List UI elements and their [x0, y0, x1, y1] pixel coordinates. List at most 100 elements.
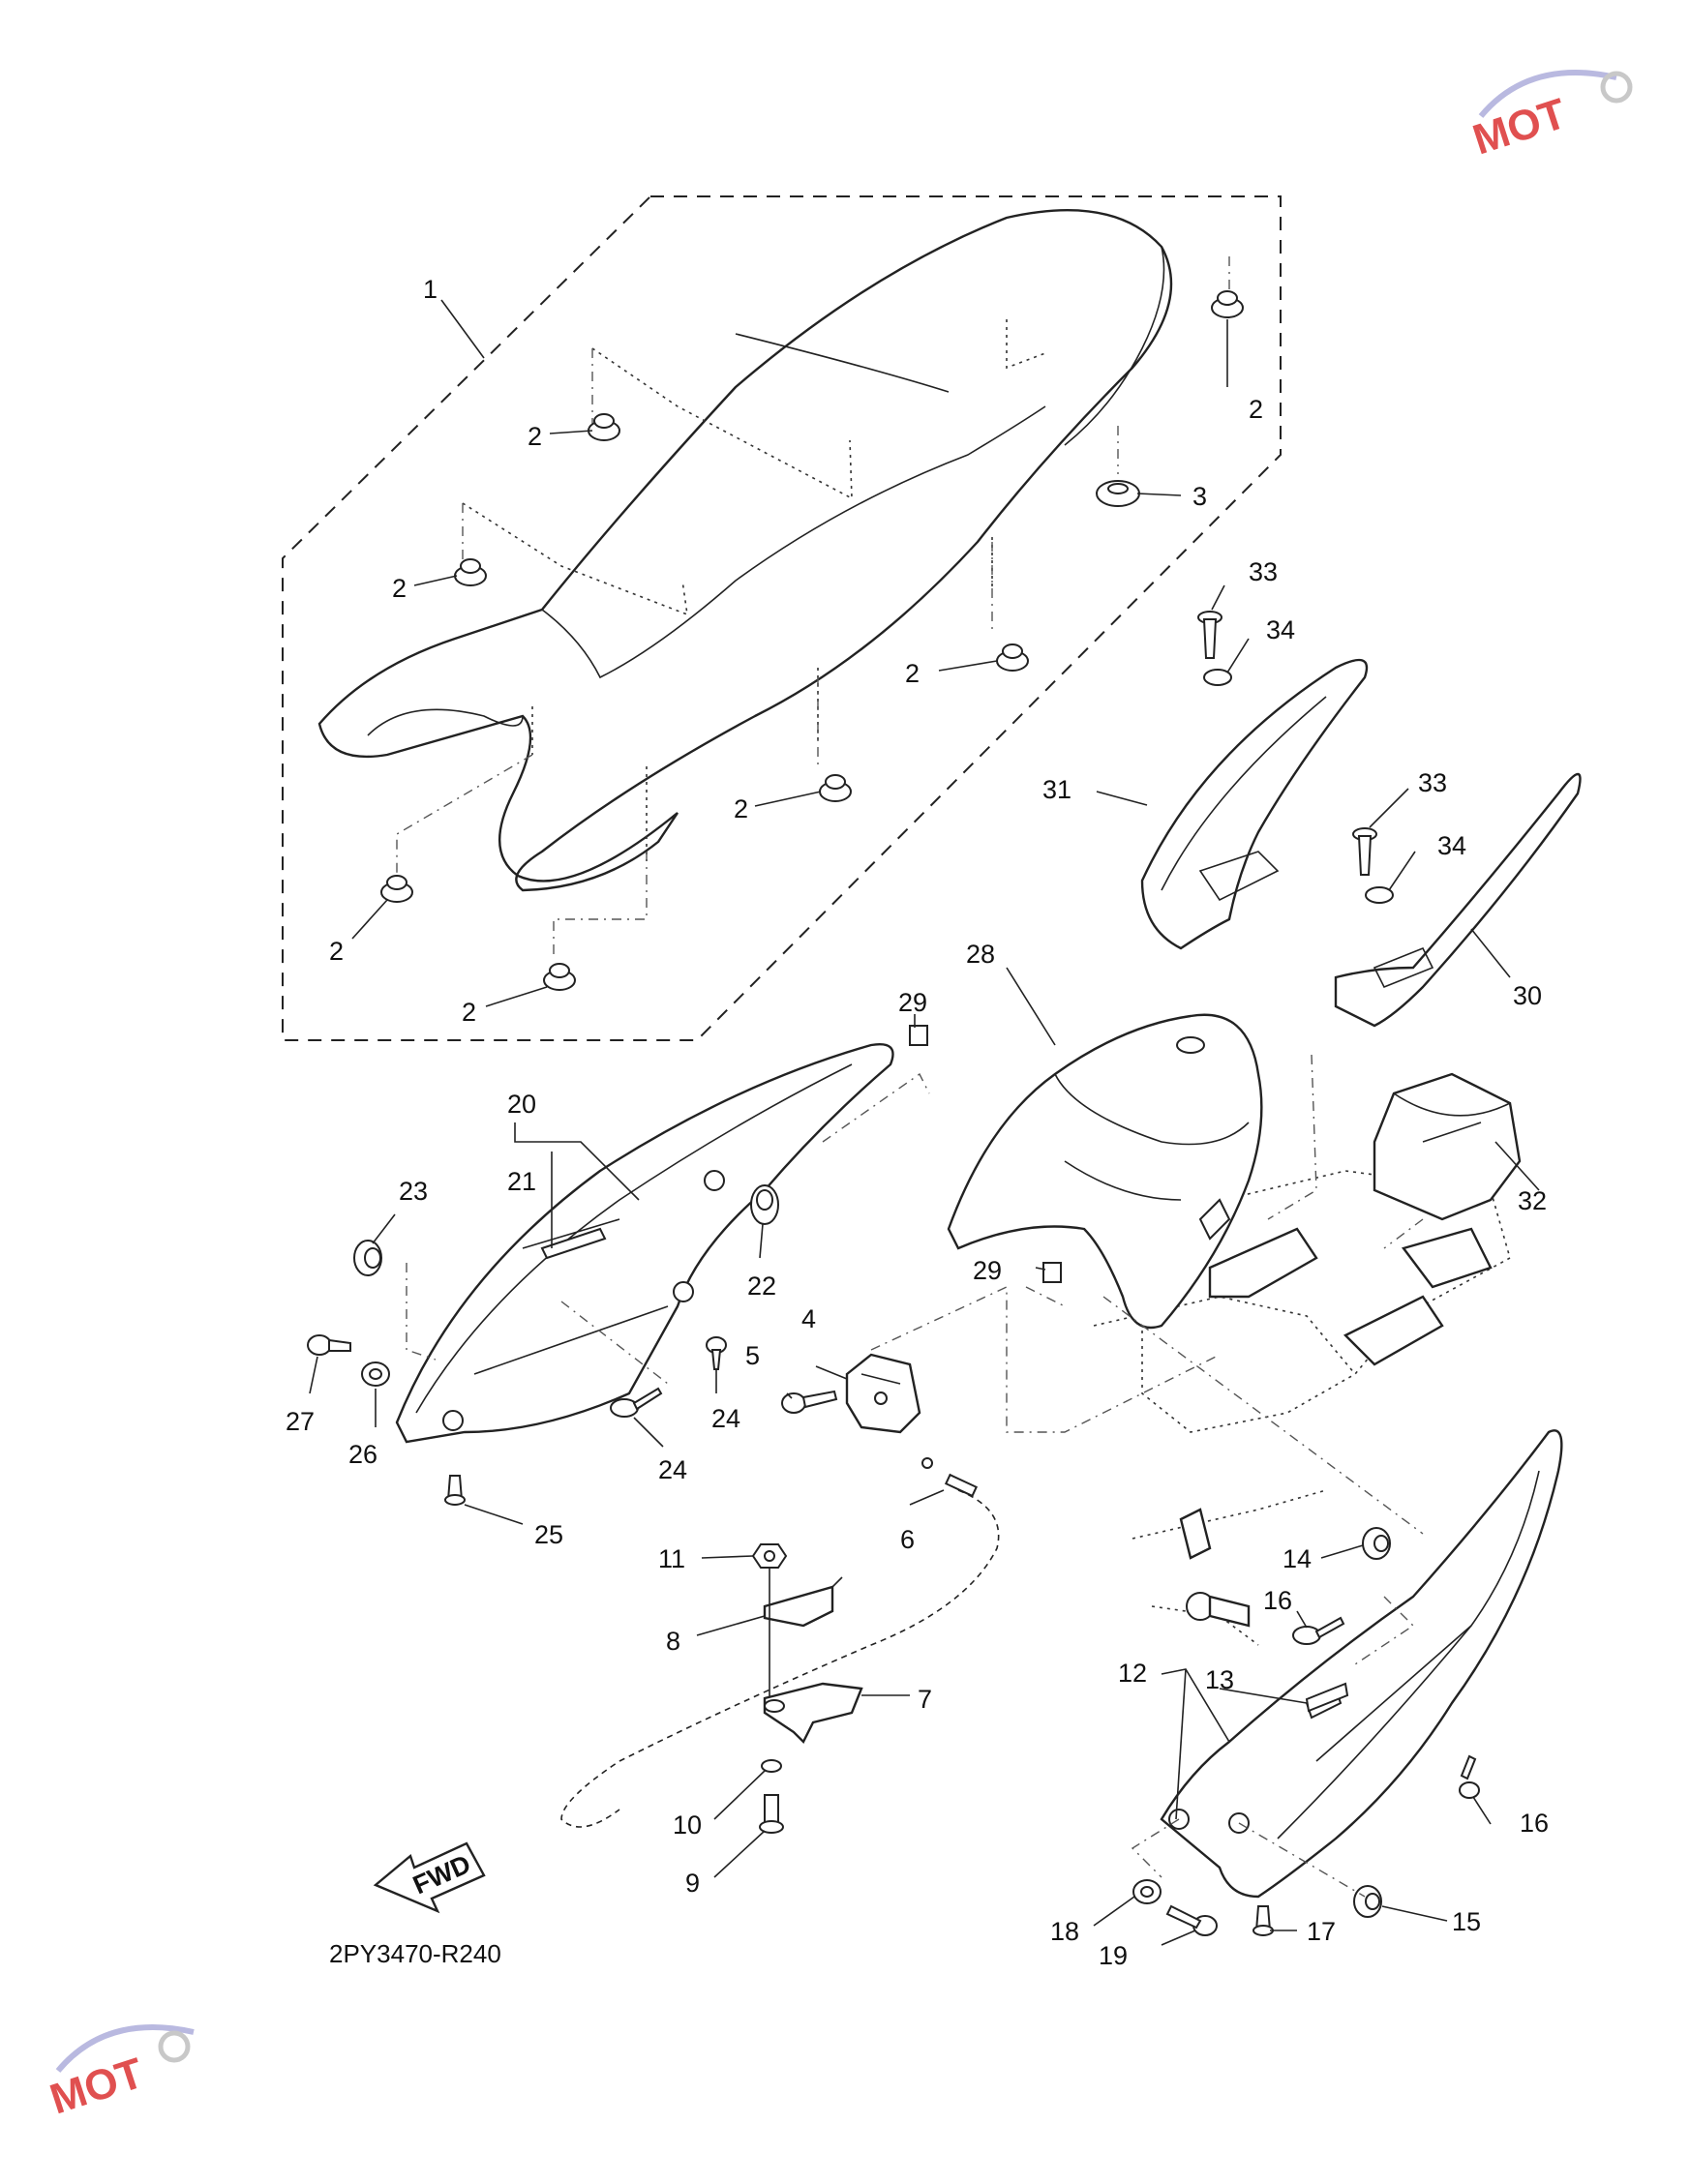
- grommet-14: [1362, 1527, 1391, 1560]
- callout-2: 2: [905, 659, 920, 688]
- screw-16-upper: [1292, 1616, 1345, 1645]
- bolt-33-lower: [1352, 827, 1377, 876]
- callout-26: 26: [348, 1440, 377, 1469]
- callout-24: 24: [658, 1455, 687, 1484]
- callout-1: 1: [423, 275, 438, 304]
- callout-25: 25: [534, 1520, 563, 1549]
- callout-2: 2: [1249, 395, 1263, 424]
- cable-end-6: [921, 1457, 979, 1498]
- callout-8: 8: [666, 1627, 680, 1656]
- bolt-27: [307, 1334, 351, 1356]
- fastener-17: [1252, 1905, 1274, 1936]
- tail-cowl: [947, 1013, 1263, 1330]
- bolt-33-top: [1197, 611, 1222, 659]
- callout-30: 30: [1513, 981, 1542, 1010]
- callout-16: 16: [1263, 1586, 1292, 1615]
- callout-22: 22: [747, 1272, 776, 1301]
- bolt-5: [781, 1390, 838, 1414]
- callout-19: 19: [1099, 1941, 1128, 1970]
- callout-9: 9: [685, 1869, 700, 1898]
- washer-34-top: [1203, 669, 1232, 686]
- grommet-22: [750, 1184, 779, 1225]
- assembly-connection-lines: [406, 1054, 1424, 1898]
- callout-24: 24: [711, 1404, 740, 1433]
- callout-34: 34: [1437, 831, 1466, 860]
- seat-lock-cable: [560, 1489, 1000, 1828]
- grommet-2b: [454, 558, 487, 586]
- callout-29: 29: [973, 1256, 1002, 1285]
- screw-16-lower: [1459, 1754, 1480, 1799]
- grommet-leaders: [396, 256, 1230, 958]
- washer-34-lower: [1365, 886, 1394, 904]
- callout-29: 29: [898, 988, 927, 1017]
- grommet-15: [1353, 1885, 1382, 1918]
- callout-34: 34: [1266, 615, 1295, 644]
- callout-27: 27: [286, 1407, 315, 1436]
- callout-3: 3: [1192, 482, 1207, 511]
- fastener-25: [444, 1475, 466, 1506]
- side-cover-right: [1160, 1429, 1563, 1899]
- seat: [317, 209, 1173, 892]
- callout-20: 20: [507, 1090, 536, 1119]
- callout-2: 2: [462, 998, 476, 1027]
- callout-12: 12: [1118, 1659, 1147, 1688]
- collar-26: [361, 1361, 390, 1387]
- callout-2: 2: [329, 937, 344, 966]
- side-cover-left: [395, 1043, 894, 1444]
- label-13: [1305, 1682, 1349, 1713]
- callout-33: 33: [1418, 768, 1447, 797]
- callout-23: 23: [399, 1177, 428, 1206]
- grommet-2e: [819, 774, 852, 802]
- grab-handle-right: [1140, 658, 1369, 950]
- collar-18: [1132, 1879, 1162, 1904]
- callout-leaders: [309, 299, 1540, 1946]
- grommet-23: [353, 1240, 382, 1276]
- callout-10: 10: [673, 1810, 702, 1840]
- bolt-19: [1165, 1904, 1218, 1936]
- callout-14: 14: [1283, 1544, 1312, 1573]
- seat-group-frame: [282, 195, 1282, 1041]
- damper-3: [1096, 480, 1140, 507]
- grommet-2c: [1211, 290, 1244, 318]
- fwd-arrow: FWD: [373, 1841, 486, 1914]
- callout-33: 33: [1249, 557, 1278, 586]
- clip-29-lower: [1042, 1262, 1062, 1283]
- seat-lock: [845, 1353, 921, 1434]
- callout-4: 4: [801, 1304, 816, 1333]
- svg-text:MOT: MOT: [45, 2049, 149, 2124]
- callout-32: 32: [1518, 1186, 1547, 1215]
- watermark-logo-bottom: MOT: [45, 2024, 195, 2124]
- bolt-9: [759, 1794, 784, 1834]
- grommet-2d: [996, 643, 1029, 672]
- grommet-2f: [380, 875, 413, 903]
- callout-17: 17: [1307, 1917, 1336, 1946]
- diagram-code: 2PY3470-R240: [329, 1939, 501, 1968]
- callout-28: 28: [966, 940, 995, 969]
- callout-13: 13: [1205, 1665, 1234, 1694]
- lock-bracket-8: [763, 1576, 843, 1628]
- callout-6: 6: [900, 1525, 915, 1554]
- callout-5: 5: [745, 1341, 760, 1370]
- svg-text:MOT: MOT: [1467, 90, 1572, 165]
- screw-24-lower: [610, 1387, 663, 1418]
- nut-11: [751, 1543, 788, 1569]
- callout-2: 2: [528, 422, 542, 451]
- callout-labels: 1 2 2 3 2 2 2 2 2 33 34 31 33 34 30 28 2…: [286, 275, 1549, 1970]
- callout-11: 11: [658, 1544, 685, 1573]
- callout-7: 7: [918, 1685, 932, 1714]
- callout-2: 2: [734, 794, 748, 823]
- grab-handle-left: [1334, 773, 1582, 1028]
- lock-latch-7: [763, 1682, 863, 1745]
- grommet-2a: [588, 413, 620, 441]
- grommet-2g: [543, 963, 576, 991]
- rear-frame-bracket: [1179, 1227, 1493, 1628]
- screw-24-upper: [706, 1336, 727, 1370]
- watermark-logo-top: MOT: [1467, 70, 1633, 165]
- clip-29-top: [909, 1025, 928, 1046]
- grommets: [380, 290, 1244, 991]
- callout-15: 15: [1452, 1907, 1481, 1936]
- callout-2: 2: [392, 574, 407, 603]
- callout-31: 31: [1042, 775, 1071, 804]
- callout-16: 16: [1520, 1809, 1549, 1838]
